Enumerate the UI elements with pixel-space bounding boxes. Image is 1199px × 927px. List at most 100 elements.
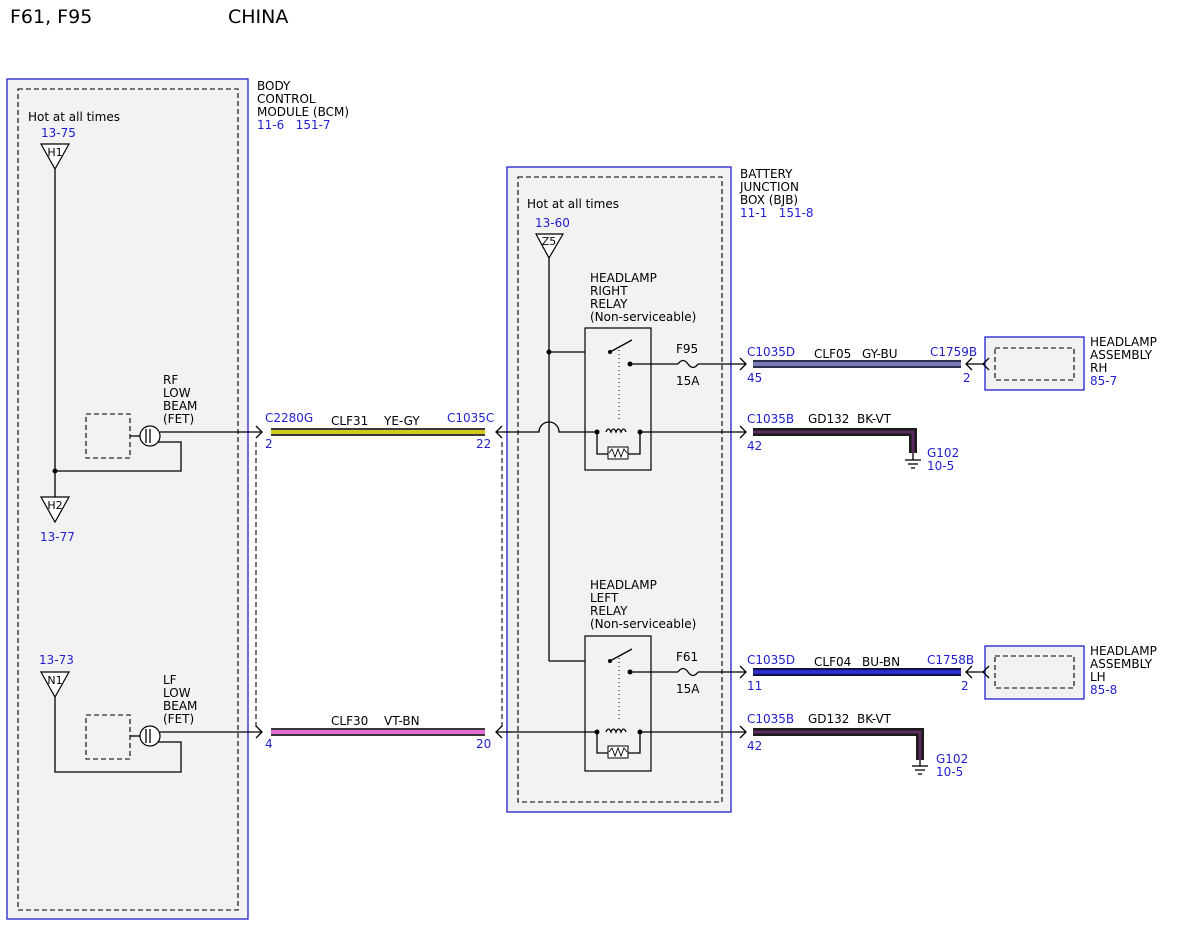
wire-gd132-rh[interactable] (753, 428, 917, 453)
h2-page-ref[interactable]: 13-77 (40, 530, 75, 544)
c1758b-connector-label[interactable]: C1758B (927, 653, 974, 667)
g102-lh-label[interactable]: G102 (936, 752, 968, 766)
wire-clf30[interactable] (271, 728, 485, 736)
left-relay-line-3: RELAY (590, 604, 628, 618)
right-relay-line-1: HEADLAMP (590, 271, 657, 285)
left-coil-zigzag (608, 746, 628, 758)
c1035b-rh-arrow-icon (739, 425, 747, 439)
headlamp-lh-arrow-icon (982, 665, 990, 679)
lf-fet-line-4: (FET) (163, 712, 194, 726)
c1035b-rh-connector-label[interactable]: C1035B (747, 412, 794, 426)
right-relay-line-4: (Non-serviceable) (590, 310, 696, 324)
gd132-lh-color-label: BK-VT (857, 712, 892, 726)
clf04-circuit-label: CLF04 (814, 655, 851, 669)
c1035c-connector-label[interactable]: C1035C (447, 411, 494, 425)
g102-rh-label[interactable]: G102 (927, 446, 959, 460)
c1035c-pin-22: 22 (476, 437, 491, 451)
n1-label: N1 (47, 674, 62, 687)
bjb-page-refs[interactable]: 11-1 151-8 (740, 206, 814, 220)
n1-terminal-symbol (39, 671, 71, 699)
c1759b-connector-label[interactable]: C1759B (930, 345, 977, 359)
right-relay-line-2: RIGHT (590, 284, 628, 298)
headlamp-rh-outline (984, 336, 1085, 391)
h2-label: H2 (47, 499, 62, 512)
headlamp-rh-line-1: HEADLAMP (1090, 335, 1157, 349)
h1-label: H1 (47, 146, 62, 159)
f61-name: F61 (676, 650, 698, 664)
left-relay-line-4: (Non-serviceable) (590, 617, 696, 631)
wire-clf31[interactable] (271, 428, 485, 436)
z5-label: Z5 (542, 235, 557, 248)
bjb-inner-boundary (517, 176, 723, 803)
headlamp-lh-outline (984, 645, 1085, 700)
c1035c-pin-20: 20 (476, 737, 491, 751)
vehicle-codes: F61, F95 (10, 6, 92, 28)
left-relay-line-2: LEFT (590, 591, 619, 605)
rf-fet-line-4: (FET) (163, 412, 194, 426)
wire-clf05[interactable] (753, 360, 961, 368)
f61-rating: 15A (676, 682, 700, 696)
h1-page-ref[interactable]: 13-75 (41, 126, 76, 140)
clf05-color-label: GY-BU (862, 347, 898, 361)
c1035d-rh-connector-label[interactable]: C1035D (747, 345, 795, 359)
c1035c-lf-arrow-icon (495, 725, 503, 739)
headlamp-lh-line-2: ASSEMBLY (1090, 657, 1153, 671)
c2280g-pin-2: 2 (265, 437, 273, 451)
headlamp-rh-line-2: ASSEMBLY (1090, 348, 1153, 362)
c1035d-lh-connector-label[interactable]: C1035D (747, 653, 795, 667)
right-relay-pivot (608, 350, 612, 354)
z5-page-ref[interactable]: 13-60 (535, 216, 570, 230)
left-relay-line-1: HEADLAMP (590, 578, 657, 592)
clf30-color-label: VT-BN (384, 714, 420, 728)
lf-fet-line-2: LOW (163, 686, 191, 700)
wire-clf31-core (271, 430, 485, 434)
wire-gd132-lh-core (753, 730, 922, 760)
rf-fet-line-2: LOW (163, 386, 191, 400)
gd132-rh-color-label: BK-VT (857, 412, 892, 426)
bcm-name-line-2: CONTROL (257, 92, 316, 106)
headlamp-lh-line-3: LH (1090, 670, 1106, 684)
right-coil-resistor-icon (607, 446, 629, 460)
left-relay-pivot (608, 659, 612, 663)
wire-gd132-rh-core (753, 430, 915, 453)
headlamp-rh-assembly (984, 336, 1085, 391)
right-relay-coil-icon (605, 428, 627, 434)
wire-clf05-core (753, 362, 961, 366)
bjb-name-line-1: BATTERY (740, 167, 793, 181)
right-coil-control-wire (497, 421, 597, 433)
f95-fuse-symbol (677, 359, 699, 369)
rf-fet-source-wire (55, 441, 182, 472)
f95-rating: 15A (676, 374, 700, 388)
headlamp-lh-line-1: HEADLAMP (1090, 644, 1157, 658)
g102-rh-page-ref[interactable]: 10-5 (927, 459, 954, 473)
wire-gd132-lh-outer (753, 728, 924, 760)
right-coil-zigzag (608, 447, 628, 459)
h2-terminal-symbol (39, 496, 71, 524)
bcm-name-line-3: MODULE (BCM) (257, 105, 349, 119)
lf-fet-line-3: BEAM (163, 699, 197, 713)
headlamp-lh-page-ref[interactable]: 85-8 (1090, 683, 1117, 697)
wire-gd132-lh[interactable] (753, 728, 924, 760)
bjb-hot-label: Hot at all times (527, 197, 619, 211)
rf-fet-line-3: BEAM (163, 399, 197, 413)
lf-fet-source-wire (54, 697, 182, 773)
c1035b-lh-connector-label[interactable]: C1035B (747, 712, 794, 726)
h1-terminal-symbol (39, 143, 71, 171)
headlamp-rh-line-3: RH (1090, 361, 1107, 375)
bcm-hot-label: Hot at all times (28, 110, 120, 124)
c1035b-rh-pin-42: 42 (747, 439, 762, 453)
g102-lh-page-ref[interactable]: 10-5 (936, 765, 963, 779)
wire-clf04[interactable] (753, 668, 961, 676)
lf-fet-driver-box (85, 714, 131, 760)
f61-fuse-symbol (677, 667, 699, 677)
clf31-color-label: YE-GY (383, 414, 420, 428)
right-relay-line-3: RELAY (590, 297, 628, 311)
n1-page-ref[interactable]: 13-73 (39, 653, 74, 667)
c1035d-rh-arrow-icon (739, 357, 747, 371)
headlamp-rh-page-ref[interactable]: 85-7 (1090, 374, 1117, 388)
c1759b-pin-2: 2 (963, 371, 971, 385)
clf05-circuit-label: CLF05 (814, 347, 851, 361)
c2280g-connector-label[interactable]: C2280G (265, 411, 313, 425)
bcm-page-refs[interactable]: 11-6 151-7 (257, 118, 331, 132)
gd132-rh-circuit-label: GD132 (808, 412, 849, 426)
